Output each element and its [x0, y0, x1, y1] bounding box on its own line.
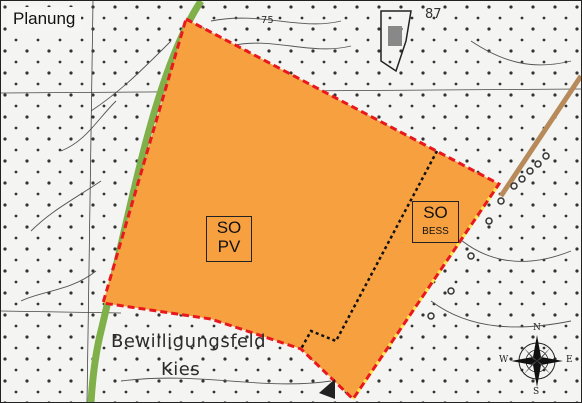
compass-rose: N E S W: [497, 323, 577, 399]
zone-label-bess: SO BESS: [412, 201, 459, 243]
compass-w: W: [499, 355, 509, 365]
compass-n: N: [533, 323, 541, 333]
hedge-symbols: [427, 152, 550, 320]
map-symbol: [319, 379, 335, 399]
compass-e: E: [566, 355, 573, 365]
zone-bess-line2: BESS: [422, 225, 449, 237]
field-label: Bewilligungsfeld: [111, 331, 267, 352]
material-label: Kies: [161, 359, 201, 380]
zone-label-pv: SO PV: [206, 216, 252, 262]
zone-pv-line1: SO: [216, 218, 242, 237]
pipeline-line: [498, 74, 581, 198]
map-title: Planung: [7, 7, 82, 31]
height-label: 87: [425, 7, 442, 22]
building-symbol: [380, 10, 412, 73]
zone-area: [103, 19, 499, 399]
zone-bess-line1: SO: [423, 203, 448, 222]
zone-pv-line2: PV: [217, 236, 241, 256]
compass-icon: [511, 335, 563, 387]
zone-divider: [299, 150, 439, 350]
planning-boundary: [101, 16, 502, 402]
contour-label: 75: [261, 15, 274, 26]
compass-s: S: [533, 387, 540, 397]
